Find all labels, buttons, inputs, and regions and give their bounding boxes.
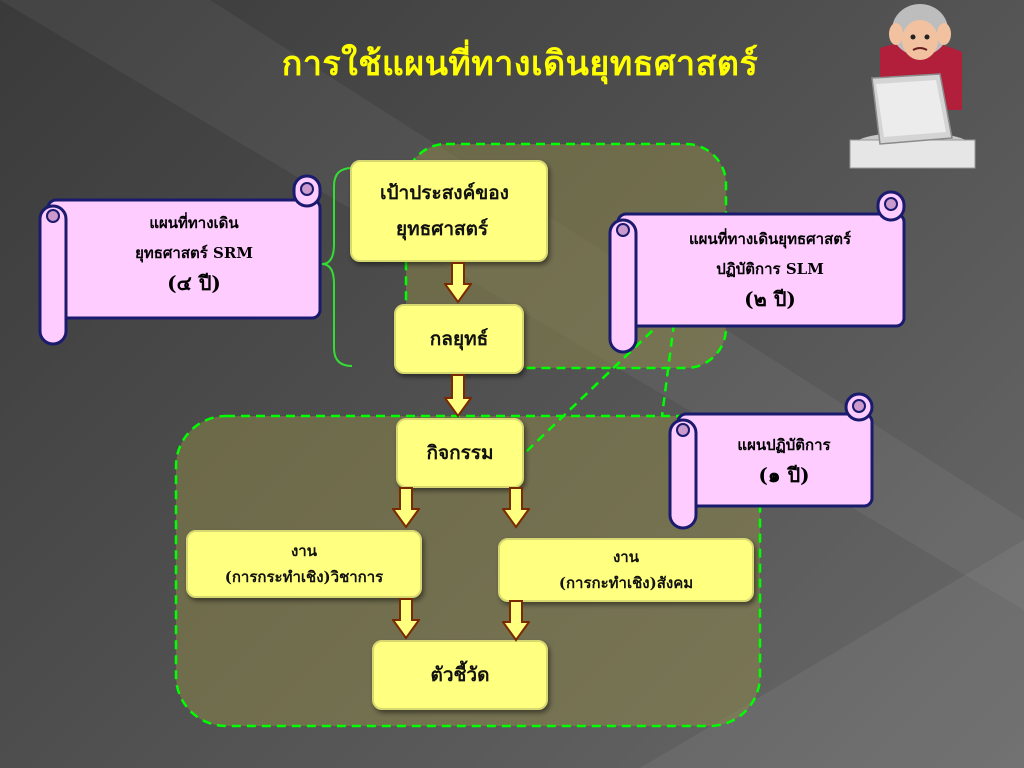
scroll-srm-line-1: แผนที่ทางเดิน	[149, 214, 239, 232]
worried-person-clipart	[849, 4, 976, 169]
task-academic-box: งาน (การกระทำเชิง)วิชาการ	[186, 530, 422, 598]
task-social-line-1: งาน	[612, 548, 639, 566]
activity-box: กิจกรรม	[396, 418, 524, 488]
dashed-region-lower	[174, 414, 762, 728]
scroll-slm-line-3: (๒ ปี)	[744, 287, 796, 311]
scroll-slm-line-2: ปฏิบัติการ SLM	[716, 260, 824, 278]
scroll-srm-text: แผนที่ทางเดิน ยุทธศาสตร์ SRM (๔ ปี)	[70, 208, 318, 298]
scroll-operational-line-1: แผนปฏิบัติการ	[737, 436, 831, 454]
scroll-operational-text: แผนปฏิบัติการ (๑ ปี)	[700, 430, 868, 490]
down-arrow-icon	[502, 600, 530, 642]
scroll-slm-line-1: แผนที่ทางเดินยุทธศาสตร์	[688, 230, 852, 248]
strategy-box: กลยุทธ์	[394, 304, 524, 374]
scroll-srm-line-2: ยุทธศาสตร์ SRM	[135, 244, 253, 262]
scroll-slm-text: แผนที่ทางเดินยุทธศาสตร์ ปฏิบัติการ SLM (…	[640, 224, 900, 314]
down-arrow-icon	[444, 262, 472, 304]
down-arrow-icon	[392, 487, 420, 529]
scroll-srm	[38, 174, 322, 346]
indicator-box: ตัวชี้วัด	[372, 640, 548, 710]
goal-box: เป้าประสงค์ของ ยุทธศาสตร์	[350, 160, 548, 262]
goal-line-2: ยุทธศาสตร์	[396, 218, 489, 240]
down-arrow-icon	[392, 598, 420, 640]
indicator-label: ตัวชี้วัด	[430, 664, 490, 686]
dashed-connector	[504, 307, 677, 473]
task-academic-line-1: งาน	[290, 542, 317, 560]
goal-line-1: เป้าประสงค์ของ	[380, 182, 509, 204]
down-arrow-icon	[502, 487, 530, 529]
activity-label: กิจกรรม	[426, 442, 494, 464]
task-academic-line-2: (การกระทำเชิง)วิชาการ	[224, 568, 384, 586]
scroll-srm-line-3: (๔ ปี)	[167, 271, 221, 295]
scroll-slm	[608, 190, 906, 354]
scroll-operational-line-2: (๑ ปี)	[758, 463, 810, 487]
scroll-operational	[668, 392, 874, 530]
down-arrow-icon	[444, 374, 472, 418]
page-title: การใช้แผนที่ทางเดินยุทธศาสตร์	[281, 44, 759, 84]
task-social-line-2: (การกะทำเชิง)สังคม	[558, 574, 694, 592]
task-social-box: งาน (การกะทำเชิง)สังคม	[498, 538, 754, 602]
bracket	[321, 167, 353, 367]
strategy-label: กลยุทธ์	[429, 328, 489, 350]
